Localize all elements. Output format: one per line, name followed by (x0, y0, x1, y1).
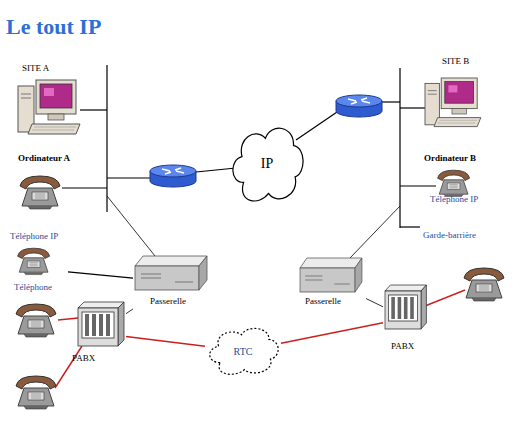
node-label: IP (228, 118, 306, 210)
network-link (126, 309, 133, 314)
gateway-node: Passerelle (298, 256, 366, 308)
gateway-node: Passerelle (133, 254, 211, 310)
ip-phone-node: Téléphone IP (8, 170, 78, 244)
lan-wire (400, 107, 425, 108)
node-label: Téléphone IP (10, 232, 58, 242)
lan-wire (80, 109, 107, 110)
diagram-title: Le tout IP (6, 14, 101, 40)
pabx-icon (78, 302, 124, 346)
computer-icon (425, 78, 481, 127)
ip-phone-node: Téléphone IP (428, 166, 500, 208)
phone-line (126, 336, 205, 346)
computer-node: Ordinateur A (14, 78, 90, 166)
lan-wire (400, 185, 436, 186)
node-label: Téléphone (14, 283, 52, 293)
phone-icon (464, 268, 504, 301)
phone-wire (55, 346, 82, 388)
phone-icon (16, 304, 56, 337)
lan-wire (350, 206, 400, 258)
network-link (366, 299, 383, 307)
computer-node: Ordinateur B (420, 78, 496, 166)
node-label: PABX (72, 354, 95, 364)
lan-bus (399, 68, 400, 228)
node-label: RTC (205, 322, 281, 380)
node-label: Téléphone IP (430, 195, 478, 205)
site-label: SITE B (442, 56, 469, 66)
phone-wire (58, 318, 78, 320)
lan-wire (62, 187, 107, 188)
lan-wire (400, 226, 420, 227)
node-label: PABX (391, 342, 414, 352)
network-cloud: IP (228, 118, 306, 210)
lan-wire (382, 101, 400, 102)
computer-icon (18, 80, 80, 134)
phone-node: Téléphone (10, 243, 68, 295)
router-icon (150, 165, 196, 187)
network-cloud: RTC (205, 322, 281, 380)
pabx-icon (385, 285, 426, 329)
device-label: Garde-barrière (423, 230, 476, 240)
router-icon (336, 95, 382, 117)
site-label: SITE A (22, 63, 49, 73)
lan-bus (106, 65, 107, 212)
phone-icon (438, 170, 470, 196)
node-label: Ordinateur A (18, 154, 70, 164)
node-label: Passerelle (150, 297, 186, 307)
network-link (68, 272, 133, 278)
lan-wire (107, 196, 155, 256)
wan-wire (196, 168, 236, 172)
pabx-node: PABX (383, 283, 429, 353)
phone-icon (20, 176, 60, 209)
gateway-icon (300, 258, 362, 292)
phone-wire (425, 290, 465, 306)
lan-wires (62, 65, 436, 258)
node-label: Passerelle (305, 297, 341, 307)
pabx-node: PABX (70, 300, 126, 366)
phone-icon (16, 376, 56, 409)
phone-line (281, 323, 383, 344)
phone-icon (18, 248, 50, 274)
lan-wire (107, 177, 150, 178)
node-label: Ordinateur B (424, 154, 476, 164)
wan-wire (296, 110, 340, 140)
gateway-icon (135, 256, 207, 290)
